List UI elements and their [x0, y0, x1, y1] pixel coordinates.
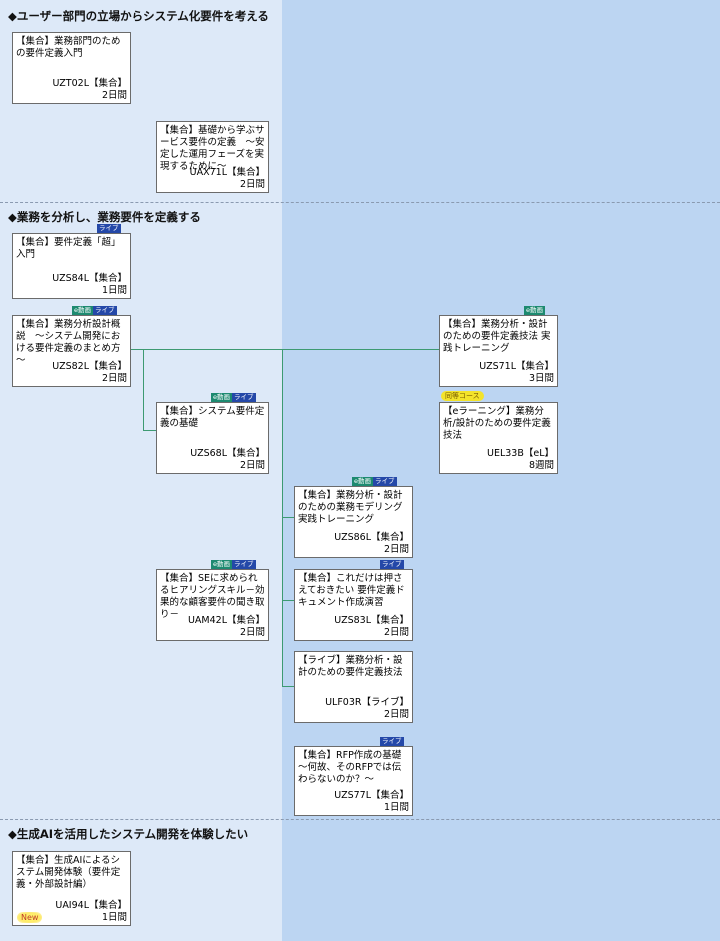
course-card-uai94l[interactable]: 【集合】生成AIによるシステム開発体験（要件定義・外部設計編） UAI94L【集… — [12, 851, 131, 926]
course-title: 【集合】生成AIによるシステム開発体験（要件定義・外部設計編） — [16, 855, 121, 890]
movie-badge: e動画 — [524, 306, 545, 315]
course-card-uam42l[interactable]: 【集合】SEに求められるヒアリングスキル－効果的な顧客要件の聞き取り－ UAM4… — [156, 569, 269, 641]
same-course-badge: 同等コース — [441, 391, 484, 401]
course-card-uax71l[interactable]: 【集合】基礎から学ぶサービス要件の定義 ～安定した運用フェーズを実現するために～… — [156, 121, 269, 193]
course-card-uzs86l[interactable]: 【集合】業務分析・設計のための業務モデリング 実践トレーニング UZS86L【集… — [294, 486, 413, 558]
live-badge: ライブ — [97, 224, 121, 233]
section-title: ◆ユーザー部門の立場からシステム化要件を考える — [8, 9, 269, 23]
course-duration: 2日間 — [101, 90, 127, 101]
course-card-uzs71l[interactable]: 【集合】業務分析・設計のための要件定義技法 実践トレーニング UZS71L【集合… — [439, 315, 558, 387]
live-badge: ライブ — [380, 737, 404, 746]
course-duration: 2日間 — [383, 544, 409, 555]
course-code: UAM42L【集合】 — [187, 615, 265, 626]
connector-line — [143, 430, 156, 431]
section-3-right-band — [282, 819, 720, 941]
course-card-uzs83l[interactable]: 【集合】これだけは押さえておきたい 要件定義ドキュメント作成演習 UZS83L【… — [294, 569, 413, 641]
course-code: UZS83L【集合】 — [334, 615, 409, 626]
live-badge: ライブ — [93, 306, 117, 315]
course-title: 【集合】業務分析・設計のための要件定義技法 実践トレーニング — [443, 319, 551, 354]
movie-badge: e動画 — [352, 477, 373, 486]
movie-badge: e動画 — [211, 393, 232, 402]
course-card-uzs77l[interactable]: 【集合】RFP作成の基礎 ～何故、そのRFPでは伝わらないのか？～ UZS77L… — [294, 746, 413, 816]
course-title: 【集合】業務部門のための要件定義入門 — [16, 36, 121, 59]
course-code: UZT02L【集合】 — [52, 78, 127, 89]
connector-line — [282, 517, 294, 518]
course-code: ULF03R【ライブ】 — [325, 697, 409, 708]
section-divider — [0, 202, 720, 203]
course-code: UZS68L【集合】 — [190, 448, 265, 459]
course-title: 【集合】基礎から学ぶサービス要件の定義 ～安定した運用フェーズを実現するために～ — [160, 125, 265, 172]
connector-line — [143, 349, 144, 430]
section-title: ◆生成AIを活用したシステム開発を体験したい — [8, 827, 249, 841]
live-badge: ライブ — [232, 560, 256, 569]
section-title: ◆業務を分析し、業務要件を定義する — [8, 210, 201, 224]
movie-badge: e動画 — [211, 560, 232, 569]
section-1-right-band — [282, 0, 720, 202]
course-code: UZS82L【集合】 — [52, 361, 127, 372]
new-badge: New — [17, 912, 43, 923]
course-code: UZS77L【集合】 — [334, 790, 409, 801]
course-card-uzs84l[interactable]: 【集合】要件定義「超」入門 UZS84L【集合】 1日間 — [12, 233, 131, 299]
course-card-uzs82l[interactable]: 【集合】業務分析設計概説 ～システム開発における要件定義のまとめ方～ UZS82… — [12, 315, 131, 387]
connector-line — [130, 349, 439, 350]
course-duration: 3日間 — [528, 373, 554, 384]
course-title: 【集合】業務分析設計概説 ～システム開発における要件定義のまとめ方～ — [16, 319, 121, 366]
course-title: 【ライブ】業務分析・設計のための要件定義技法 — [298, 655, 403, 678]
live-badge: ライブ — [232, 393, 256, 402]
course-card-uzs68l[interactable]: 【集合】システム要件定義の基礎 UZS68L【集合】 2日間 — [156, 402, 269, 474]
course-title: 【集合】システム要件定義の基礎 — [160, 406, 265, 429]
course-card-uel33b[interactable]: 【eラーニング】業務分析/設計のための要件定義技法 UEL33B【eL】 8週間 — [439, 402, 558, 474]
connector-line — [282, 686, 294, 687]
course-code: UZS71L【集合】 — [479, 361, 554, 372]
section-2-left-band — [0, 202, 282, 819]
course-code: UAX71L【集合】 — [189, 167, 265, 178]
course-title: 【集合】これだけは押さえておきたい 要件定義ドキュメント作成演習 — [298, 573, 405, 608]
course-duration: 2日間 — [383, 627, 409, 638]
course-duration: 8週間 — [528, 460, 554, 471]
course-duration: 1日間 — [101, 285, 127, 296]
course-title: 【集合】要件定義「超」入門 — [16, 237, 121, 260]
live-badge: ライブ — [380, 560, 404, 569]
course-duration: 2日間 — [383, 709, 409, 720]
course-title: 【集合】RFP作成の基礎 ～何故、そのRFPでは伝わらないのか？～ — [298, 750, 411, 785]
course-duration: 2日間 — [239, 179, 265, 190]
course-code: UAI94L【集合】 — [55, 900, 127, 911]
movie-badge: e動画 — [72, 306, 93, 315]
course-card-uzt02l[interactable]: 【集合】業務部門のための要件定義入門 UZT02L【集合】 2日間 — [12, 32, 131, 104]
course-title: 【eラーニング】業務分析/設計のための要件定義技法 — [443, 406, 551, 441]
section-divider — [0, 819, 720, 820]
course-code: UEL33B【eL】 — [487, 448, 554, 459]
course-duration: 1日間 — [101, 912, 127, 923]
course-code: UZS84L【集合】 — [52, 273, 127, 284]
course-duration: 1日間 — [383, 802, 409, 813]
course-title: 【集合】SEに求められるヒアリングスキル－効果的な顧客要件の聞き取り－ — [160, 573, 265, 620]
course-code: UZS86L【集合】 — [334, 532, 409, 543]
course-duration: 2日間 — [239, 460, 265, 471]
course-duration: 2日間 — [101, 373, 127, 384]
course-title: 【集合】業務分析・設計のための業務モデリング 実践トレーニング — [298, 490, 413, 525]
course-card-ulf03r[interactable]: 【ライブ】業務分析・設計のための要件定義技法 ULF03R【ライブ】 2日間 — [294, 651, 413, 723]
live-badge: ライブ — [373, 477, 397, 486]
course-duration: 2日間 — [239, 627, 265, 638]
connector-line — [282, 600, 294, 601]
